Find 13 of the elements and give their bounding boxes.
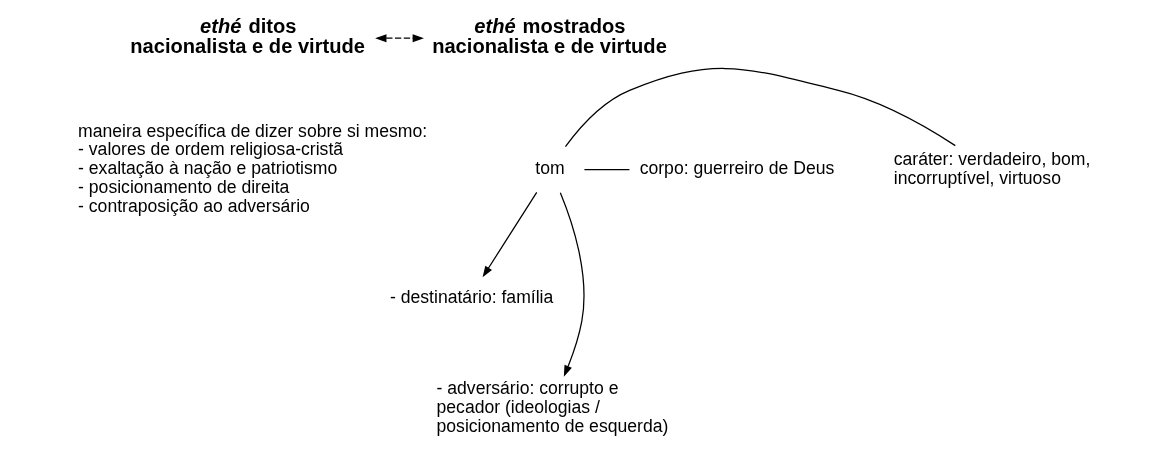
node-text: - destinatário: família [390, 287, 554, 308]
node-text: maneira específica de dizer sobre si mesmo: - valores de ordem religiosa-cristã - exaltação à nação e patriotismo - posicionamento de direita - contraposição ao adversário [78, 120, 428, 217]
node-text: corpo: guerreiro de Deus [639, 158, 835, 179]
node-text: tom [535, 158, 565, 179]
arrow [482, 191, 538, 278]
arrow [559, 192, 585, 377]
node-text: caráter: verdadeiro, bom, incorruptível, virtuoso [893, 148, 1091, 188]
node-text: ethé mostrados nacionalista e de virtude [432, 14, 667, 58]
connector [583, 169, 631, 171]
connector [564, 67, 956, 148]
node-text: ethé ditos nacionalista e de virtude [130, 14, 365, 58]
arrow [375, 34, 424, 43]
node-text: - adversário: corrupto e pecador (ideologias / posicionamento de esquerda) [436, 378, 669, 437]
